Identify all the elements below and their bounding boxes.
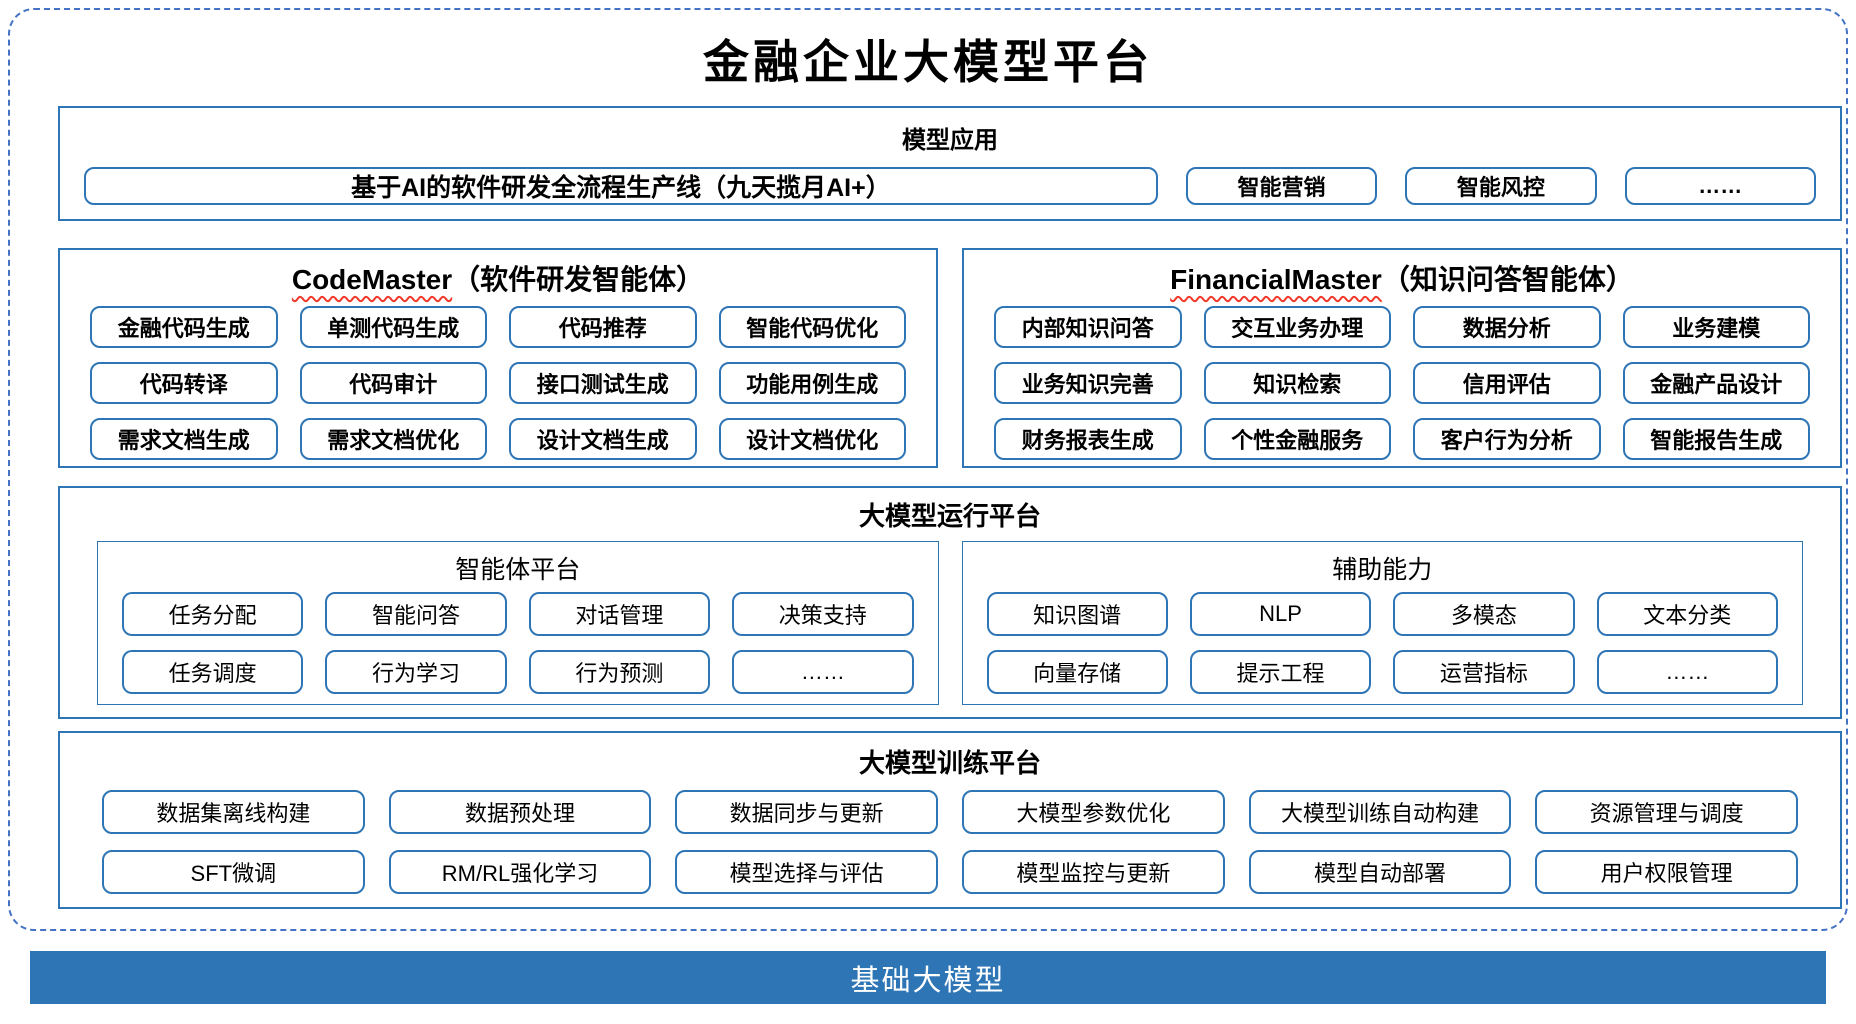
- model-application-row: 基于AI的软件研发全流程生产线（九天揽月AI+） 智能营销智能风控 ……: [60, 166, 1840, 205]
- agent-capability-node: 智能问答: [325, 591, 507, 636]
- agent-platform-grid: 任务分配智能问答对话管理决策支持任务调度行为学习行为预测 ……: [98, 591, 938, 694]
- financialmaster-grid: 内部知识问答交互业务办理数据分析业务建模业务知识完善知识检索信用评估金融产品设计…: [964, 305, 1840, 460]
- training-platform-grid: 数据集离线构建数据预处理数据同步与更新大模型参数优化大模型训练自动构建资源管理与…: [60, 789, 1840, 894]
- aux-capability-title: 辅助能力: [1332, 555, 1433, 584]
- financialmaster-capability-node: 内部知识问答: [994, 305, 1182, 348]
- base-model-bar: 基础大模型: [30, 951, 1826, 1004]
- agent-platform-box: 智能体平台 任务分配智能问答对话管理决策支持任务调度行为学习行为预测 ……: [97, 540, 939, 705]
- codemaster-capability-node: 设计文档优化: [718, 417, 906, 460]
- section-financialmaster: FinancialMaster（知识问答智能体） 内部知识问答交互业务办理数据分…: [962, 247, 1842, 468]
- application-node: 智能营销: [1185, 166, 1378, 205]
- training-capability-node: SFT微调: [102, 849, 365, 894]
- codemaster-capability-node: 接口测试生成: [509, 361, 697, 404]
- financialmaster-capability-node: 个性金融服务: [1203, 417, 1391, 460]
- financialmaster-capability-node: 客户行为分析: [1413, 417, 1601, 460]
- pipeline-node: 基于AI的软件研发全流程生产线（九天揽月AI+）: [84, 166, 1158, 205]
- codemaster-title-zh: （软件研发智能体）: [452, 263, 705, 295]
- financialmaster-capability-node: 金融产品设计: [1622, 361, 1810, 404]
- training-capability-node: 模型选择与评估: [675, 849, 938, 894]
- agents-row: CodeMaster（软件研发智能体） 金融代码生成单测代码生成代码推荐智能代码…: [58, 247, 1842, 468]
- agent-platform-title: 智能体平台: [455, 555, 581, 584]
- model-application-pills: 智能营销智能风控 ……: [1185, 166, 1816, 205]
- aux-capability-node: 运营指标: [1393, 649, 1575, 694]
- agent-capability-node: ……: [732, 649, 914, 694]
- codemaster-capability-node: 设计文档生成: [509, 417, 697, 460]
- runtime-row: 智能体平台 任务分配智能问答对话管理决策支持任务调度行为学习行为预测 …… 辅助能…: [60, 540, 1840, 705]
- financialmaster-capability-node: 知识检索: [1203, 361, 1391, 404]
- financialmaster-capability-node: 财务报表生成: [994, 417, 1182, 460]
- model-application-title: 模型应用: [902, 126, 998, 154]
- section-codemaster: CodeMaster（软件研发智能体） 金融代码生成单测代码生成代码推荐智能代码…: [58, 247, 938, 468]
- training-capability-node: RM/RL强化学习: [388, 849, 652, 894]
- platform-dashed-frame: 金融企业大模型平台 模型应用 基于AI的软件研发全流程生产线（九天揽月AI+） …: [8, 8, 1848, 931]
- training-capability-node: 数据预处理: [388, 789, 652, 834]
- aux-capability-node: ……: [1596, 649, 1778, 694]
- training-capability-node: 资源管理与调度: [1535, 789, 1798, 834]
- agent-capability-node: 决策支持: [732, 591, 914, 636]
- financialmaster-capability-node: 业务知识完善: [994, 361, 1182, 404]
- aux-capability-node: 知识图谱: [986, 591, 1168, 636]
- aux-capability-grid: 知识图谱 NLP 多模态文本分类向量存储提示工程运营指标 ……: [963, 591, 1803, 694]
- financialmaster-title-zh: （知识问答智能体）: [1381, 263, 1634, 295]
- training-capability-node: 模型监控与更新: [961, 849, 1225, 894]
- training-capability-node: 模型自动部署: [1248, 849, 1512, 894]
- codemaster-capability-node: 代码转译: [90, 361, 278, 404]
- agent-capability-node: 行为学习: [325, 649, 507, 694]
- codemaster-capability-node: 智能代码优化: [718, 305, 906, 348]
- training-platform-title: 大模型训练平台: [858, 747, 1041, 778]
- runtime-platform-title: 大模型运行平台: [858, 500, 1041, 531]
- codemaster-title-en: CodeMaster: [291, 263, 453, 295]
- aux-capability-node: 提示工程: [1189, 649, 1372, 694]
- codemaster-capability-node: 单测代码生成: [299, 305, 487, 348]
- training-capability-node: 大模型参数优化: [961, 789, 1225, 834]
- financialmaster-capability-node: 智能报告生成: [1622, 417, 1810, 460]
- aux-capability-box: 辅助能力 知识图谱 NLP 多模态文本分类向量存储提示工程运营指标 ……: [961, 540, 1803, 705]
- codemaster-capability-node: 代码审计: [299, 361, 487, 404]
- agent-capability-node: 行为预测: [528, 649, 711, 694]
- codemaster-capability-node: 功能用例生成: [718, 361, 906, 404]
- codemaster-grid: 金融代码生成单测代码生成代码推荐智能代码优化代码转译代码审计接口测试生成功能用例…: [60, 305, 936, 460]
- aux-capability-node: 向量存储: [986, 649, 1168, 694]
- codemaster-capability-node: 金融代码生成: [90, 305, 278, 348]
- section-runtime-platform: 大模型运行平台 智能体平台 任务分配智能问答对话管理决策支持任务调度行为学习行为…: [58, 485, 1842, 719]
- aux-capability-node: 多模态: [1393, 591, 1575, 636]
- training-capability-node: 数据同步与更新: [675, 789, 938, 834]
- financialmaster-capability-node: 业务建模: [1622, 305, 1810, 348]
- financialmaster-title-en: FinancialMaster: [1170, 263, 1382, 295]
- page-title: 金融企业大模型平台: [703, 35, 1153, 89]
- codemaster-capability-node: 代码推荐: [509, 305, 697, 348]
- agent-capability-node: 对话管理: [528, 591, 711, 636]
- agent-capability-node: 任务调度: [122, 649, 304, 694]
- agent-capability-node: 任务分配: [122, 591, 304, 636]
- application-node: ……: [1624, 166, 1816, 205]
- financialmaster-capability-node: 数据分析: [1413, 305, 1601, 348]
- aux-capability-node: 文本分类: [1596, 591, 1778, 636]
- codemaster-capability-node: 需求文档生成: [90, 417, 278, 460]
- financialmaster-capability-node: 交互业务办理: [1203, 305, 1391, 348]
- codemaster-title: CodeMaster（软件研发智能体）: [60, 250, 936, 298]
- training-capability-node: 大模型训练自动构建: [1248, 789, 1512, 834]
- section-training-platform: 大模型训练平台 数据集离线构建数据预处理数据同步与更新大模型参数优化大模型训练自…: [58, 730, 1842, 909]
- aux-capability-node: NLP: [1189, 591, 1372, 636]
- training-capability-node: 用户权限管理: [1535, 849, 1798, 894]
- financialmaster-capability-node: 信用评估: [1413, 361, 1601, 404]
- section-model-application: 模型应用 基于AI的软件研发全流程生产线（九天揽月AI+） 智能营销智能风控 ……: [58, 105, 1842, 221]
- financialmaster-title: FinancialMaster（知识问答智能体）: [964, 250, 1840, 298]
- codemaster-capability-node: 需求文档优化: [299, 417, 487, 460]
- training-capability-node: 数据集离线构建: [102, 789, 365, 834]
- application-node: 智能风控: [1405, 166, 1597, 205]
